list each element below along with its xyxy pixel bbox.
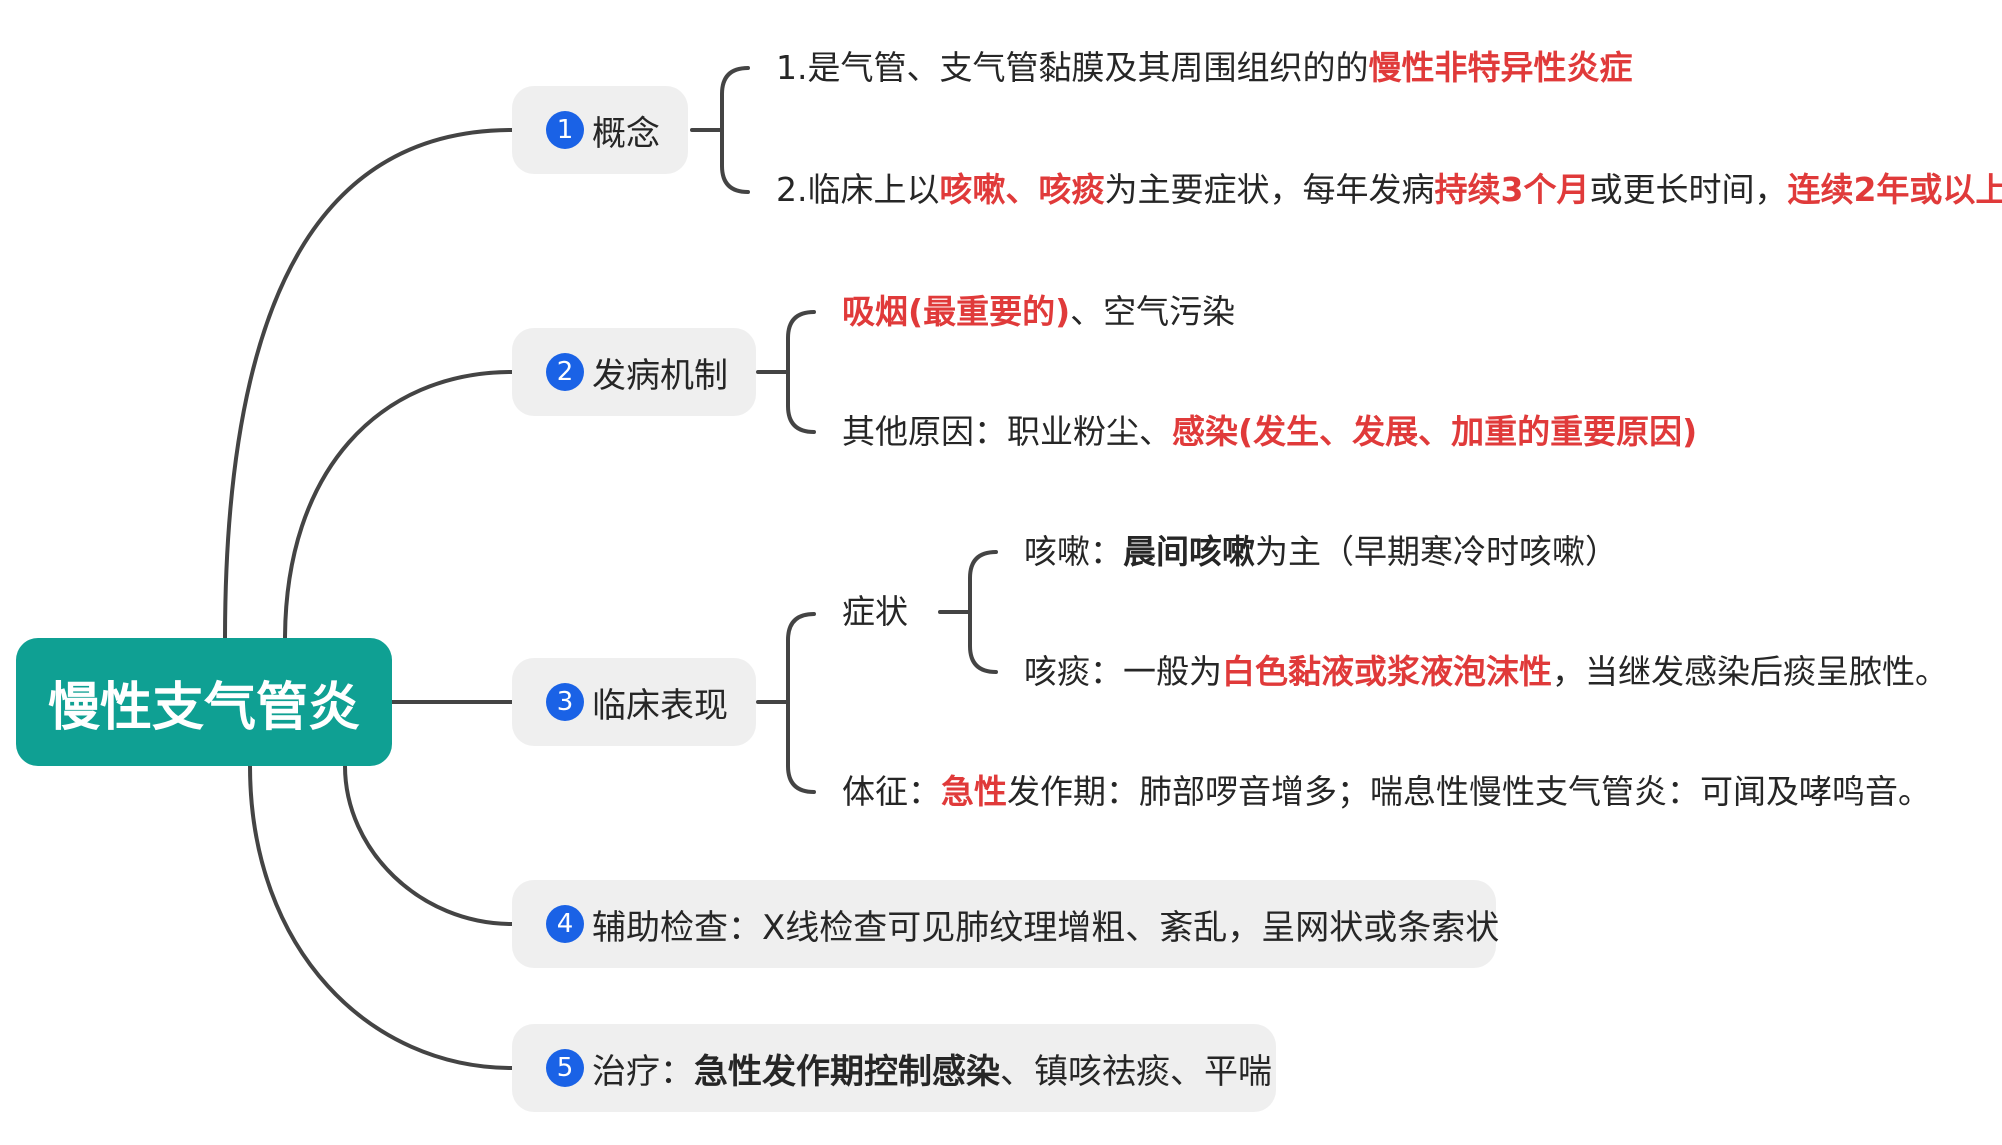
- leaf-cough[interactable]: 咳嗽：晨间咳嗽为主（早期寒冷时咳嗽）: [1024, 530, 1618, 574]
- branch-clinical[interactable]: 3 临床表现: [512, 658, 756, 746]
- leaf-bold: 晨间咳嗽: [1123, 532, 1255, 571]
- leaf-concept-2[interactable]: 2.临床上以咳嗽、咳痰为主要症状，每年发病持续3个月或更长时间，连续2年或以上: [776, 168, 2002, 212]
- branch-label: 辅助检查：X线检查可见肺纹理增粗、紊乱，呈网状或条索状: [592, 907, 1500, 948]
- bracket-branch-2: [756, 310, 816, 434]
- branch-concept[interactable]: 1 概念: [512, 86, 688, 174]
- leaf-text: 发作期：肺部啰音增多；喘息性慢性支气管炎：可闻及哮鸣音。: [1007, 772, 1931, 811]
- leaf-text: 为主（早期寒冷时咳嗽）: [1255, 532, 1618, 571]
- link-root-branch-5: [248, 764, 514, 1070]
- leaf-text: 、空气污染: [1070, 292, 1236, 331]
- leaf-highlight: 慢性非特异性炎症: [1368, 48, 1633, 87]
- branch-label: 临床表现: [592, 685, 728, 726]
- leaf-highlight: 吸烟(最重要的): [842, 292, 1071, 331]
- leaf-highlight: 感染(发生、发展、加重的重要原因): [1172, 412, 1698, 451]
- branch-label-bold: 急性发作期控制感染: [694, 1051, 1000, 1092]
- branch-auxiliary-exam[interactable]: 4 辅助检查：X线检查可见肺纹理增粗、紊乱，呈网状或条索状: [512, 880, 1500, 968]
- branch-label: 发病机制: [592, 355, 728, 396]
- leaf-text: 咳嗽：: [1024, 532, 1123, 571]
- bracket-symptoms: [938, 550, 998, 674]
- branch-number-badge: 3: [546, 683, 584, 721]
- leaf-text: 体征：: [842, 772, 941, 811]
- branch-treatment[interactable]: 5 治疗：急性发作期控制感染、镇咳祛痰、平喘: [512, 1024, 1276, 1112]
- branch-number-badge: 2: [546, 353, 584, 391]
- branch-number-badge: 5: [546, 1049, 584, 1087]
- link-root-branch-1: [223, 128, 514, 642]
- leaf-text: 1.是气管、支气管黏膜及其周围组织的的: [776, 48, 1369, 87]
- leaf-pathogenesis-2[interactable]: 其他原因：职业粉尘、感染(发生、发展、加重的重要原因): [842, 410, 1697, 454]
- branch-pathogenesis[interactable]: 2 发病机制: [512, 328, 756, 416]
- leaf-text: 咳痰：一般为: [1024, 652, 1222, 691]
- leaf-text: 2.临床上以: [776, 170, 940, 209]
- root-node[interactable]: 慢性支气管炎: [16, 638, 392, 766]
- branch-number-badge: 1: [546, 111, 584, 149]
- leaf-concept-1[interactable]: 1.是气管、支气管黏膜及其周围组织的的慢性非特异性炎症: [776, 46, 1633, 90]
- leaf-highlight: 咳嗽、咳痰: [939, 170, 1105, 209]
- leaf-highlight: 连续2年或以上: [1787, 170, 2002, 209]
- leaf-highlight: 急性: [941, 772, 1007, 811]
- subgroup-symptoms[interactable]: 症状: [842, 590, 908, 634]
- leaf-signs[interactable]: 体征：急性发作期：肺部啰音增多；喘息性慢性支气管炎：可闻及哮鸣音。: [842, 770, 1931, 814]
- root-title: 慢性支气管炎: [47, 677, 360, 738]
- leaf-text: ，当继发感染后痰呈脓性。: [1552, 652, 1948, 691]
- bracket-branch-1: [690, 66, 750, 194]
- leaf-pathogenesis-1[interactable]: 吸烟(最重要的)、空气污染: [842, 290, 1235, 334]
- link-root-branch-2: [283, 370, 514, 642]
- branch-label: 治疗：: [592, 1051, 694, 1092]
- leaf-highlight: 持续3个月: [1434, 170, 1590, 209]
- branch-label: 、镇咳祛痰、平喘: [1000, 1051, 1272, 1092]
- bracket-branch-3: [756, 612, 816, 794]
- leaf-text: 其他原因：职业粉尘、: [842, 412, 1172, 451]
- branch-label: 概念: [592, 113, 660, 154]
- leaf-highlight: 白色黏液或浆液泡沫性: [1222, 652, 1552, 691]
- leaf-text: 或更长时间，: [1589, 170, 1788, 209]
- leaf-text: 为主要症状，每年发病: [1104, 170, 1435, 209]
- link-root-branch-4: [343, 764, 514, 926]
- branch-number-badge: 4: [546, 905, 584, 943]
- leaf-sputum[interactable]: 咳痰：一般为白色黏液或浆液泡沫性，当继发感染后痰呈脓性。: [1024, 650, 1948, 694]
- subgroup-label: 症状: [842, 592, 908, 631]
